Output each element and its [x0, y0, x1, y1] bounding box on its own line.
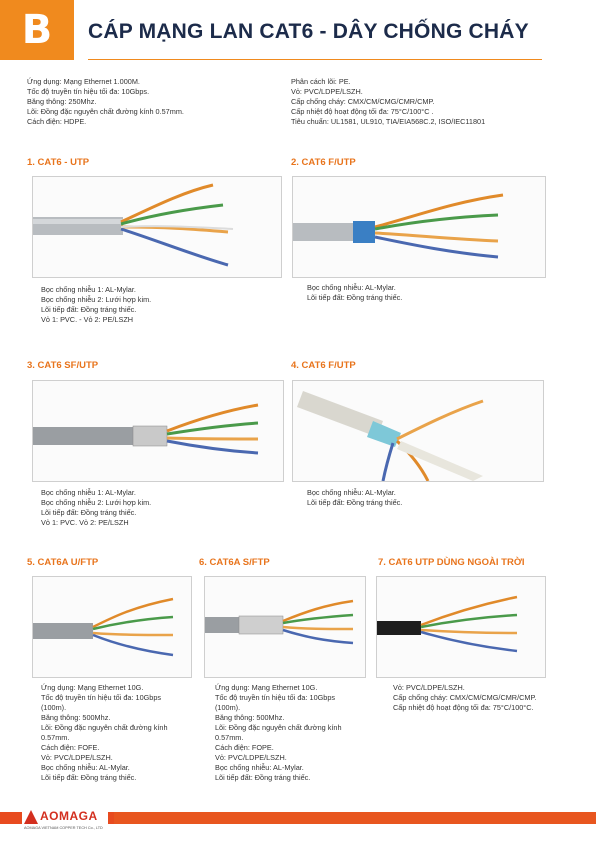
desc-line: Vỏ: PVC/LDPE/LSZH. [215, 753, 287, 762]
title-underline [88, 59, 542, 60]
section-title-cat6-futp-2: 4. CAT6 F/UTP [291, 360, 356, 371]
desc-line: 0.57mm. [41, 733, 70, 742]
section-desc-cat6a-uftp: Ứng dụng: Mạng Ethernet 10G. Tốc độ truy… [41, 683, 168, 783]
desc-line: Ứng dụng: Mạng Ethernet 10G. [41, 683, 144, 692]
desc-line: Bọc chống nhiễu: AL-Mylar. [41, 763, 130, 772]
logo-icon [24, 810, 38, 824]
spec-line: Vỏ: PVC/LDPE/LSZH. [291, 87, 363, 96]
spec-line: Phân cách lõi: PE. [291, 77, 351, 86]
desc-line: Lõi tiếp đất: Đồng tráng thiếc. [41, 305, 137, 314]
specs-right: Phân cách lõi: PE. Vỏ: PVC/LDPE/LSZH. Cấ… [291, 77, 485, 127]
spec-line: Ứng dụng: Mạng Ethernet 1.000M. [27, 77, 140, 86]
spec-line: Tiêu chuẩn: UL1581, UL910, TIA/EIA568C.2… [291, 117, 486, 126]
spec-line: Cấp chống cháy: CMX/CM/CMG/CMR/CMP. [291, 97, 435, 106]
section-desc-cat6a-sftp: Ứng dụng: Mạng Ethernet 10G. Tốc độ truy… [215, 683, 342, 783]
section-title-cat6-futp: 2. CAT6 F/UTP [291, 157, 356, 168]
footer-bar-accent [114, 812, 596, 824]
section-desc-cat6-futp-2: Bọc chống nhiễu: AL-Mylar. Lõi tiếp đất:… [307, 488, 402, 508]
section-desc-cat6-futp: Bọc chống nhiễu: AL-Mylar. Lõi tiếp đất:… [307, 283, 402, 303]
spec-line: Tốc độ truyền tín hiệu tối đa: 10Gbps. [27, 87, 150, 96]
desc-line: Vỏ 1: PVC. - Vỏ 2: PE/LSZH [41, 315, 134, 324]
desc-line: Lõi tiếp đất: Đồng tráng thiếc. [307, 498, 403, 507]
section-desc-cat6-sfutp: Bọc chống nhiễu 1: AL-Mylar. Bọc chống n… [41, 488, 151, 528]
cable-image-cat6-sfutp [32, 380, 284, 482]
desc-line: Bọc chống nhiễu 1: AL-Mylar. [41, 488, 136, 497]
section-desc-cat6-outdoor: Vỏ: PVC/LDPE/LSZH. Cấp chống cháy: CMX/C… [393, 683, 536, 713]
specs-left: Ứng dụng: Mạng Ethernet 1.000M. Tốc độ t… [27, 77, 184, 127]
cable-image-cat6-futp [292, 176, 546, 278]
desc-line: Lõi tiếp đất: Đồng tráng thiếc. [215, 773, 311, 782]
desc-line: Bọc chống nhiễu 1: AL-Mylar. [41, 285, 136, 294]
desc-line: Bọc chống nhiễu: AL-Mylar. [215, 763, 304, 772]
desc-line: Bọc chống nhiễu 2: Lưới hợp kim. [41, 498, 152, 507]
spec-line: Cấp nhiệt độ hoạt động tối đa: 75°C/100°… [291, 107, 434, 116]
desc-line: Lõi: Đồng đặc nguyên chất đường kính [215, 723, 342, 732]
logo-background [22, 808, 108, 828]
desc-line: Băng thông: 500Mhz. [41, 713, 111, 722]
desc-line: Bọc chống nhiễu: AL-Mylar. [307, 488, 396, 497]
desc-line: Cách điện: FOPE. [215, 743, 274, 752]
desc-line: Lõi tiếp đất: Đồng tráng thiếc. [41, 773, 137, 782]
desc-line: Lõi tiếp đất: Đồng tráng thiếc. [307, 293, 403, 302]
desc-line: Cấp chống cháy: CMX/CM/CMG/CMR/CMP. [393, 693, 537, 702]
section-title-cat6-outdoor: 7. CAT6 UTP DÙNG NGOÀI TRỜI [378, 557, 525, 568]
desc-line: Vỏ: PVC/LDPE/LSZH. [393, 683, 465, 692]
spec-line: Lõi: Đồng đặc nguyên chất đường kính 0.5… [27, 107, 184, 116]
desc-line: Băng thông: 500Mhz. [215, 713, 285, 722]
desc-line: Bọc chống nhiễu 2: Lưới hợp kim. [41, 295, 152, 304]
section-title-cat6-sfutp: 3. CAT6 SF/UTP [27, 360, 99, 371]
section-title-cat6-utp: 1. CAT6 - UTP [27, 157, 90, 168]
cable-image-cat6a-sftp [204, 576, 366, 678]
desc-line: Tốc độ truyền tín hiệu tối đa: 10Gbps [215, 693, 336, 702]
spec-line: Băng thông: 250Mhz. [27, 97, 97, 106]
desc-line: Cấp nhiệt độ hoạt động tối đa: 75°C/100°… [393, 703, 534, 712]
spec-line: Cách điện: HDPE. [27, 117, 87, 126]
desc-line: 0.57mm. [215, 733, 244, 742]
desc-line: Ứng dụng: Mạng Ethernet 10G. [215, 683, 318, 692]
section-title-cat6a-uftp: 5. CAT6A U/FTP [27, 557, 99, 568]
desc-line: Vỏ: PVC/LDPE/LSZH. [41, 753, 113, 762]
desc-line: (100m). [41, 703, 67, 712]
section-desc-cat6-utp: Bọc chống nhiễu 1: AL-Mylar. Bọc chống n… [41, 285, 151, 325]
section-badge: B [0, 0, 74, 60]
desc-line: Vỏ 1: PVC. Vỏ 2: PE/LSZH [41, 518, 129, 527]
desc-line: Lõi: Đồng đặc nguyên chất đường kính [41, 723, 168, 732]
section-title-cat6a-sftp: 6. CAT6A S/FTP [199, 557, 270, 568]
page-title: CÁP MẠNG LAN CAT6 - DÂY CHỐNG CHÁY [88, 20, 529, 43]
desc-line: Bọc chống nhiễu: AL-Mylar. [307, 283, 396, 292]
logo-text: AOMAGA [40, 809, 98, 823]
desc-line: Cách điện: FOFE. [41, 743, 100, 752]
cable-image-cat6-outdoor [376, 576, 546, 678]
desc-line: (100m). [215, 703, 241, 712]
desc-line: Lõi tiếp đất: Đồng tráng thiếc. [41, 508, 137, 517]
cable-image-cat6-utp [32, 176, 282, 278]
cable-image-cat6a-uftp [32, 576, 192, 678]
desc-line: Tốc độ truyền tín hiệu tối đa: 10Gbps [41, 693, 162, 702]
cable-image-cat6-futp-2 [292, 380, 544, 482]
company-name: AOMAGA VIETNAM COPPER TECH Co., LTD [24, 826, 103, 830]
